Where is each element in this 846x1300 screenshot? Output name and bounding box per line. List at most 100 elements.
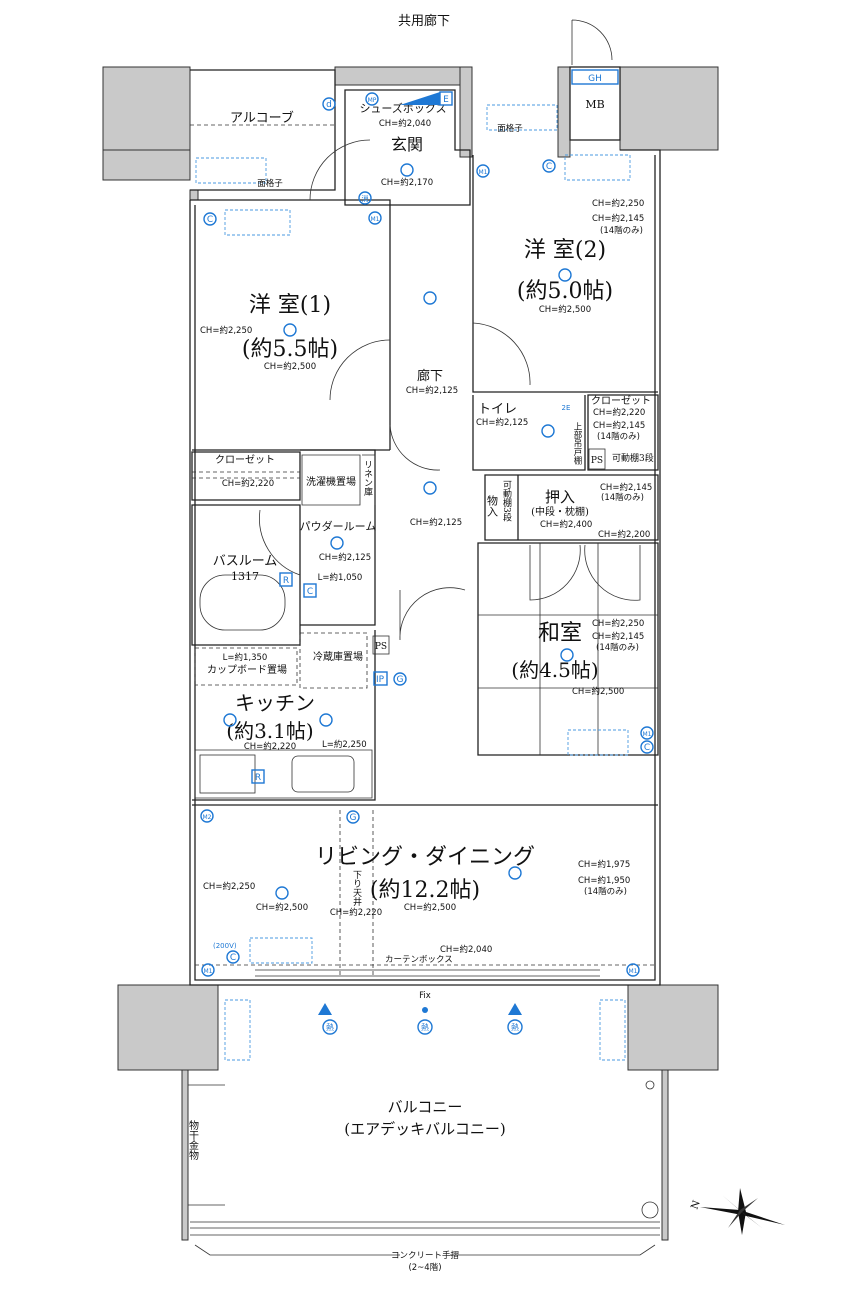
compass-north-label: N <box>689 1199 702 1211</box>
kitchen-counter: L=約2,250 <box>322 739 367 750</box>
living-ch-r2: CH=約1,950 <box>578 875 630 886</box>
living-ch-lowered: CH=約2,220 <box>330 907 382 918</box>
western2-ch-a: CH=約2,250 <box>592 198 644 209</box>
hallway-label: 廊下 <box>417 368 443 384</box>
bath-name: バスルーム <box>213 554 278 569</box>
mp-symbol: MP <box>368 97 377 104</box>
closet2-shelf: 可動棚3段 <box>612 452 654 464</box>
linen-label: リネン庫 <box>362 460 373 497</box>
oshiire-ch-c: CH=約2,200 <box>598 529 650 540</box>
outline <box>189 19 661 986</box>
western1-size: (約5.5帖) <box>242 337 338 362</box>
washitsu-note: (14階のみ) <box>596 642 639 653</box>
closet2-ch-b: CH=約2,145 <box>593 420 645 431</box>
toilet-ch: CH=約2,125 <box>476 417 528 428</box>
ip-symbol: IP <box>376 675 385 685</box>
oshiire-name: 押入 <box>545 488 575 506</box>
c-symbol: C <box>230 953 236 963</box>
shoebox-ch: CH=約2,040 <box>379 118 431 129</box>
m1-symbol: M1 <box>371 216 380 223</box>
washitsu-name: 和室 <box>538 621 582 646</box>
fire-symbol: 消 <box>362 194 369 203</box>
cupboard-length: L=約1,350 <box>223 652 268 663</box>
ps-box <box>588 448 606 470</box>
common-corridor-label: 共用廊下 <box>398 13 450 29</box>
closet2-note: (14階のみ) <box>597 431 640 442</box>
western1-name: 洋 室(1) <box>249 293 331 318</box>
heat-label: 熱 <box>326 1022 334 1032</box>
c-symbol: C <box>546 162 552 172</box>
living-note: (14階のみ) <box>584 886 627 897</box>
powder-ch: CH=約2,125 <box>319 552 371 563</box>
fridge-label: 冷蔵庫置場 <box>313 650 363 663</box>
washitsu-ch-a: CH=約2,250 <box>592 618 644 629</box>
laundry-label: 洗濯機置場 <box>306 475 356 488</box>
gh-box <box>571 69 619 85</box>
oshiire-note: (14階のみ) <box>601 492 644 503</box>
powder-name: パウダールーム <box>300 519 377 533</box>
entrance-label: 玄関 <box>391 135 423 154</box>
m1-symbol: M1 <box>479 169 488 176</box>
living-size: (約12.2帖) <box>370 878 480 903</box>
western2-note: (14階のみ) <box>600 225 643 236</box>
m2-symbol: M2 <box>203 814 212 821</box>
living-ch-r1: CH=約1,975 <box>578 859 630 870</box>
g-symbol: G <box>397 675 404 685</box>
kitchen-size: (約3.1帖) <box>226 719 313 743</box>
washitsu-ch-b: CH=約2,145 <box>592 631 644 642</box>
toilet-label: トイレ <box>478 402 517 417</box>
storage-shelf: 可動棚3段 <box>501 480 512 523</box>
cupboard-name: カップボード置場 <box>207 663 287 676</box>
r-symbol: R <box>255 773 261 783</box>
railing-label: コンクリート手摺 <box>391 1250 459 1261</box>
grille-label: 面格子 <box>257 178 283 189</box>
oshiire-ch-b: CH=約2,400 <box>540 519 592 530</box>
powder-counter: L=約1,050 <box>318 572 363 583</box>
closet1-name: クローゼット <box>215 454 275 466</box>
western1-ch-edge: CH=約2,250 <box>200 325 252 336</box>
living-lowered: 下り天井 <box>351 870 362 907</box>
e-symbol: E <box>443 95 449 105</box>
outlet-200v: (200V) <box>213 942 237 950</box>
balcony-sub: (エアデッキバルコニー) <box>344 1120 505 1138</box>
m1-symbol: M1 <box>204 968 213 975</box>
oshiire-detail: (中段・枕棚) <box>531 505 589 518</box>
d-symbol: d <box>326 100 332 110</box>
heat-markers: 熱 熱 熱 <box>318 1003 523 1035</box>
c-symbol: C <box>207 215 213 225</box>
hallway-ch: CH=約2,125 <box>406 385 458 396</box>
western2-name: 洋 室(2) <box>524 238 606 263</box>
m1-symbol: M1 <box>629 968 638 975</box>
m1-symbol: M1 <box>643 731 652 738</box>
living-ch-curtain: CH=約2,040 <box>440 944 492 955</box>
closet2-ch-a: CH=約2,220 <box>593 407 645 418</box>
kitchen-name: キッチン <box>235 691 315 715</box>
interior-walls <box>188 139 660 1256</box>
gh-label: GH <box>588 74 602 84</box>
living-ch-left: CH=約2,250 <box>203 881 255 892</box>
balcony-name: バルコニー <box>388 1098 463 1116</box>
western2-size: (約5.0帖) <box>517 279 613 304</box>
grille-label-2: 面格子 <box>497 123 523 134</box>
c-symbol: C <box>644 743 650 753</box>
oshiire-ch-a: CH=約2,145 <box>600 482 652 493</box>
mb-label: MB <box>585 98 604 111</box>
living-name: リビング・ダイニング <box>315 845 535 870</box>
washitsu-size: (約4.5帖) <box>511 658 598 682</box>
western2-ch-b: CH=約2,145 <box>592 213 644 224</box>
ps-label: PS <box>591 456 603 466</box>
grilles <box>195 104 631 1061</box>
western2-ch: CH=約2,500 <box>539 304 591 315</box>
entrance-ch: CH=約2,170 <box>381 177 433 188</box>
2e-symbol: 2E <box>562 404 571 412</box>
fix-label: Fix <box>419 991 431 1001</box>
alcove-label: アルコーブ <box>230 110 294 126</box>
western1-ch: CH=約2,500 <box>264 361 316 372</box>
railing-note: (2~4階) <box>408 1262 441 1273</box>
heat-label: 熱 <box>421 1022 429 1032</box>
walls <box>102 66 719 1241</box>
washitsu-ch-c: CH=約2,500 <box>572 686 624 697</box>
storage-name: 物入 <box>486 494 499 517</box>
